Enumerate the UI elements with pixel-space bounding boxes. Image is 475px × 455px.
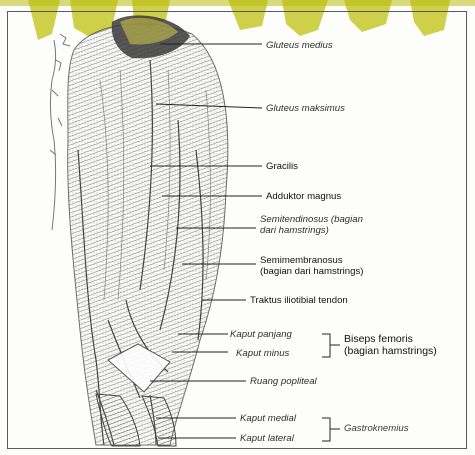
label-ruang-popliteal: Ruang popliteal [250,376,317,387]
label-biseps-femoris-line2: (bagian hamstrings) [344,345,437,357]
label-adduktor-magnus: Adduktor magnus [266,191,341,202]
label-kaput-medial: Kaput medial [240,413,296,424]
label-gastroknemius: Gastroknemius [344,423,409,435]
label-gracilis: Gracilis [266,161,298,172]
label-biseps-femoris-line1: Biseps femoris [344,333,413,345]
label-gluteus-maksimus: Gluteus maksimus [266,103,345,114]
label-kaput-minus: Kaput minus [236,348,289,359]
label-kaput-panjang: Kaput panjang [230,329,292,340]
label-kaput-lateral: Kaput lateral [240,433,294,444]
label-semitendinosus-line1: Semitendinosus (bagian [260,214,363,225]
label-traktus-iliotibial: Traktus iliotibial tendon [250,295,348,306]
label-semimembranosus-line2: (bagian dari hamstrings) [260,266,363,277]
label-gluteus-medius: Gluteus medius [266,40,333,51]
label-semitendinosus-line2: dari hamstrings) [260,225,329,236]
label-semimembranosus-line1: Semimembranosus [260,255,343,266]
